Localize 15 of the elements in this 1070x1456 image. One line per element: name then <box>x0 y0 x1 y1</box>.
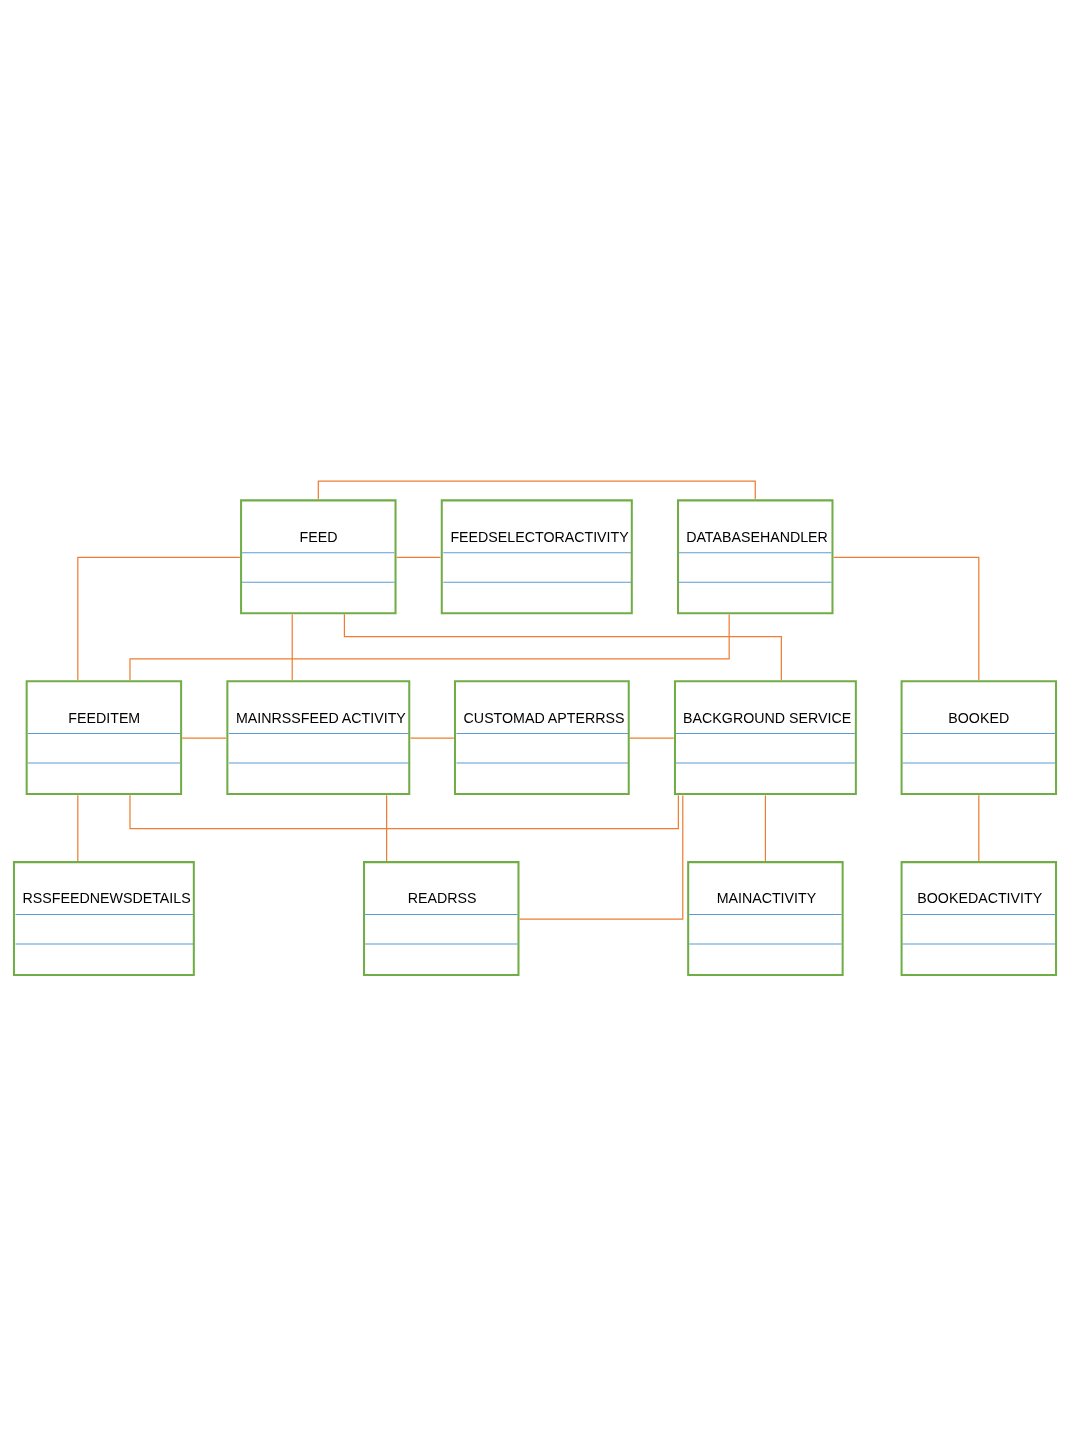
connector <box>386 794 388 862</box>
connector <box>519 794 684 920</box>
connector <box>181 737 227 739</box>
connector <box>77 794 79 862</box>
connector <box>764 794 766 862</box>
connector <box>978 794 980 862</box>
connector <box>409 737 455 739</box>
connector <box>291 613 293 681</box>
connector <box>629 737 675 739</box>
connector <box>77 556 241 681</box>
connector <box>129 613 730 681</box>
connector <box>129 794 679 829</box>
connector <box>343 613 782 681</box>
connector <box>833 556 980 681</box>
connector <box>395 556 441 558</box>
